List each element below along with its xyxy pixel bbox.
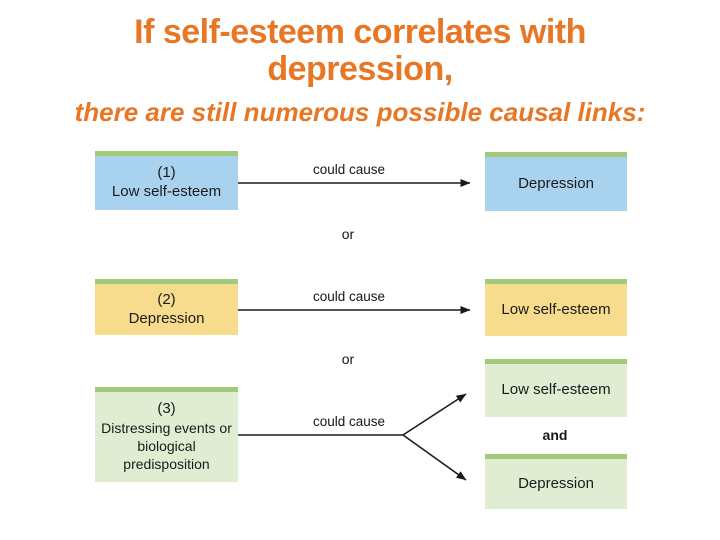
arrow-row3-fork-down [402, 434, 467, 481]
conjunction-and: and [542, 427, 568, 443]
slide-title-line1: If self-esteem correlates with [134, 13, 586, 51]
box-3-number: (3) [157, 400, 176, 418]
box-2-label: Depression [128, 309, 205, 327]
arrow-label-row3: could cause [312, 414, 386, 429]
box-2-source-depression: (2) Depression [95, 279, 238, 335]
slide-title-line2: depression, [267, 50, 453, 88]
slide-subtitle: there are still numerous possible causal… [74, 97, 646, 127]
box-1-target-depression: Depression [485, 152, 627, 211]
box-3-target-depression: Depression [485, 454, 627, 509]
box-2-target-label: Low self-esteem [501, 300, 611, 318]
arrow-row3-fork-up [402, 393, 467, 436]
separator-or-2: or [341, 351, 355, 367]
box-3-target-bottom-label: Depression [518, 474, 594, 492]
slide-title: If self-esteem correlates with depressio… [0, 14, 720, 88]
box-3-source-distressing-events: (3) Distressing events or biological pre… [95, 387, 238, 482]
arrow-label-row1: could cause [312, 162, 386, 177]
box-2-number: (2) [157, 290, 176, 308]
box-3-label: Distressing events or biological predisp… [101, 420, 232, 473]
box-2-target-low-self-esteem: Low self-esteem [485, 279, 627, 336]
box-1-target-label: Depression [518, 174, 594, 192]
separator-or-1: or [341, 226, 355, 242]
box-1-number: (1) [157, 164, 176, 182]
arrow-label-row2: could cause [312, 289, 386, 304]
box-3-target-low-self-esteem: Low self-esteem [485, 359, 627, 417]
box-1-source-low-self-esteem: (1) Low self-esteem [95, 151, 238, 210]
box-1-label: Low self-esteem [111, 183, 222, 200]
box-3-target-top-label: Low self-esteem [501, 381, 611, 399]
